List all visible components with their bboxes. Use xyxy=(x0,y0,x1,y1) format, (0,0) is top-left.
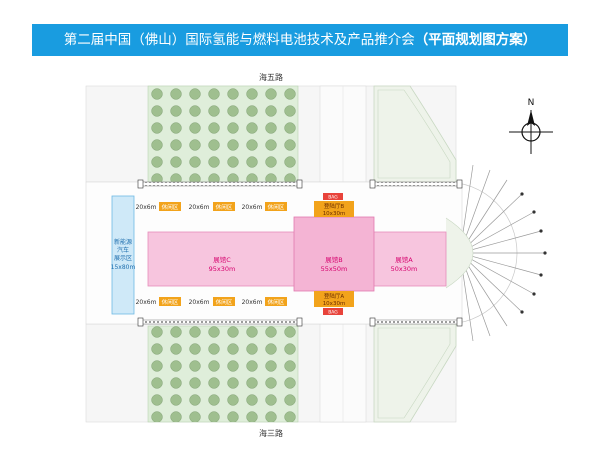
fence-north xyxy=(137,179,463,327)
hall-a-name: 展馆A xyxy=(395,255,413,264)
leisure-zones-top: 20x6m 休闲区 20x6m 休闲区 20x6m 休闲区 xyxy=(136,202,287,211)
leisure-zone-size: 20x6m xyxy=(189,204,210,211)
registration-hall-a[interactable]: 登陆厅A 10x30m BAG xyxy=(314,291,354,316)
title-main: 第二届中国（佛山）国际氢能与燃料电池技术及产品推介会 xyxy=(63,32,415,48)
registration-name: 登陆厅B xyxy=(324,202,345,210)
leisure-zone-size: 20x6m xyxy=(189,299,210,306)
registration-name: 登陆厅A xyxy=(324,292,345,300)
display-zone-line-1: 新能源 xyxy=(114,238,132,246)
leisure-zone[interactable]: 20x6m 休闲区 xyxy=(242,297,287,306)
registration-tag: BAG xyxy=(328,310,338,316)
registration-size: 10x30m xyxy=(323,211,346,217)
compass-north-label: N xyxy=(528,98,535,108)
registration-hall-b[interactable]: BAG 登陆厅B 10x30m xyxy=(314,193,354,217)
hall-b-name: 展馆B xyxy=(325,255,342,264)
hall-a-size: 50x30m xyxy=(391,265,418,273)
leisure-zone[interactable]: 20x6m 休闲区 xyxy=(189,202,235,211)
registration-size: 10x30m xyxy=(323,301,346,307)
north-road-label: 海五路 xyxy=(259,72,283,82)
leisure-zones-bottom: 20x6m 休闲区 20x6m 休闲区 20x6m 休闲区 xyxy=(136,297,287,306)
hall-c[interactable]: 展馆C 95x30m xyxy=(147,231,301,287)
nev-display-zone[interactable]: 新能源 汽车 展示区 15x80m xyxy=(111,195,136,315)
hall-b[interactable]: 展馆B 55x50m xyxy=(293,216,375,292)
east-garden-north xyxy=(373,85,457,183)
leisure-zone-label: 休闲区 xyxy=(268,203,285,211)
hall-b-size: 55x50m xyxy=(321,265,348,273)
leisure-zone[interactable]: 20x6m 休闲区 xyxy=(242,202,287,211)
hall-c-size: 95x30m xyxy=(209,265,236,273)
leisure-zone-label: 休闲区 xyxy=(162,298,179,306)
leisure-zone-size: 20x6m xyxy=(242,204,263,211)
leisure-zone[interactable]: 20x6m 休闲区 xyxy=(136,297,181,306)
south-lawn xyxy=(147,325,299,423)
registration-tag: BAG xyxy=(328,195,338,201)
leisure-zone-label: 休闲区 xyxy=(162,203,179,211)
north-lawn xyxy=(147,85,299,183)
south-road-label: 海三路 xyxy=(259,428,283,438)
leisure-zone[interactable]: 20x6m 休闲区 xyxy=(189,297,235,306)
title-suffix: （平面规划图方案） xyxy=(414,32,537,48)
leisure-zone-size: 20x6m xyxy=(136,204,157,211)
leisure-zone[interactable]: 20x6m 休闲区 xyxy=(136,202,181,211)
display-zone-size: 15x80m xyxy=(111,264,136,271)
display-zone-line-3: 展示区 xyxy=(114,255,132,262)
leisure-zone-size: 20x6m xyxy=(242,299,263,306)
hall-a[interactable]: 展馆A 50x30m xyxy=(369,231,447,287)
north-arrow-icon: N xyxy=(509,98,553,154)
leisure-zone-label: 休闲区 xyxy=(216,298,233,306)
title-banner: 第二届中国（佛山）国际氢能与燃料电池技术及产品推介会（平面规划图方案） xyxy=(32,24,568,56)
leisure-zone-label: 休闲区 xyxy=(216,203,233,211)
hall-c-name: 展馆C xyxy=(213,255,231,264)
east-garden-south xyxy=(373,323,457,423)
leisure-zone-size: 20x6m xyxy=(136,299,157,306)
display-zone-line-2: 汽车 xyxy=(117,246,129,254)
leisure-zone-label: 休闲区 xyxy=(268,298,285,306)
